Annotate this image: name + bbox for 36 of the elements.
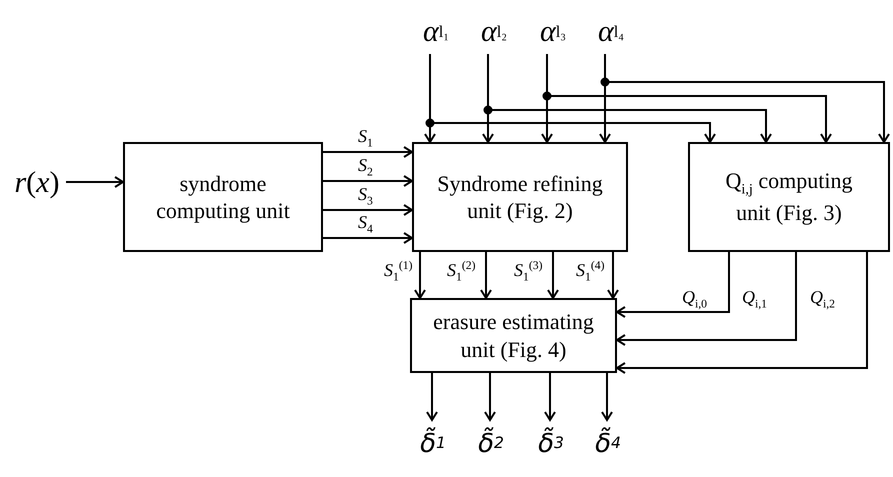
arrow <box>414 252 426 299</box>
box-label: Q$_{i,j}$ computing unit (Fig. 3) <box>724 167 854 227</box>
edge-label: S$_{4}$ <box>358 213 373 236</box>
arrow <box>484 373 496 421</box>
process-box <box>123 142 323 252</box>
arrow <box>601 373 613 421</box>
arrow <box>480 252 492 299</box>
edge-label: Q$_{i,0}$ <box>682 288 708 310</box>
signal-label: r(x) <box>8 163 66 203</box>
arrow <box>616 252 868 374</box>
process-box <box>412 142 628 252</box>
process-box <box>688 142 890 252</box>
arrow <box>547 252 559 299</box>
box-label: syndrome computing unit <box>155 170 291 224</box>
signal-label: α$^{l₂}$ <box>466 10 522 54</box>
arrow <box>607 252 619 299</box>
arrow <box>323 175 413 187</box>
arrow <box>323 232 413 244</box>
process-box <box>410 298 617 373</box>
edge-label: S$_{2}$ <box>358 156 373 178</box>
arrow <box>616 252 730 318</box>
box-label: erasure estimating unit (Fig. 4) <box>432 308 595 363</box>
arrow <box>426 373 438 421</box>
edge-label: Q$_{i,1}$ <box>742 288 768 310</box>
arrow <box>616 252 797 346</box>
edge-label: Q$_{i,2}$ <box>810 288 836 310</box>
arrow <box>323 146 413 158</box>
signal-label: α$^{l₃}$ <box>525 10 581 54</box>
signal-label: α$^{l₁}$ <box>408 10 464 54</box>
box-label: Syndrome refining unit (Fig. 2) <box>436 170 604 224</box>
signal-label: α$^{l₄}$ <box>583 10 639 54</box>
arrow <box>544 373 556 421</box>
arrow <box>66 176 124 188</box>
edge-label: S$_{3}$ <box>358 185 373 208</box>
arrow <box>323 204 413 216</box>
edge-label: S$_{1}$ <box>358 127 373 150</box>
